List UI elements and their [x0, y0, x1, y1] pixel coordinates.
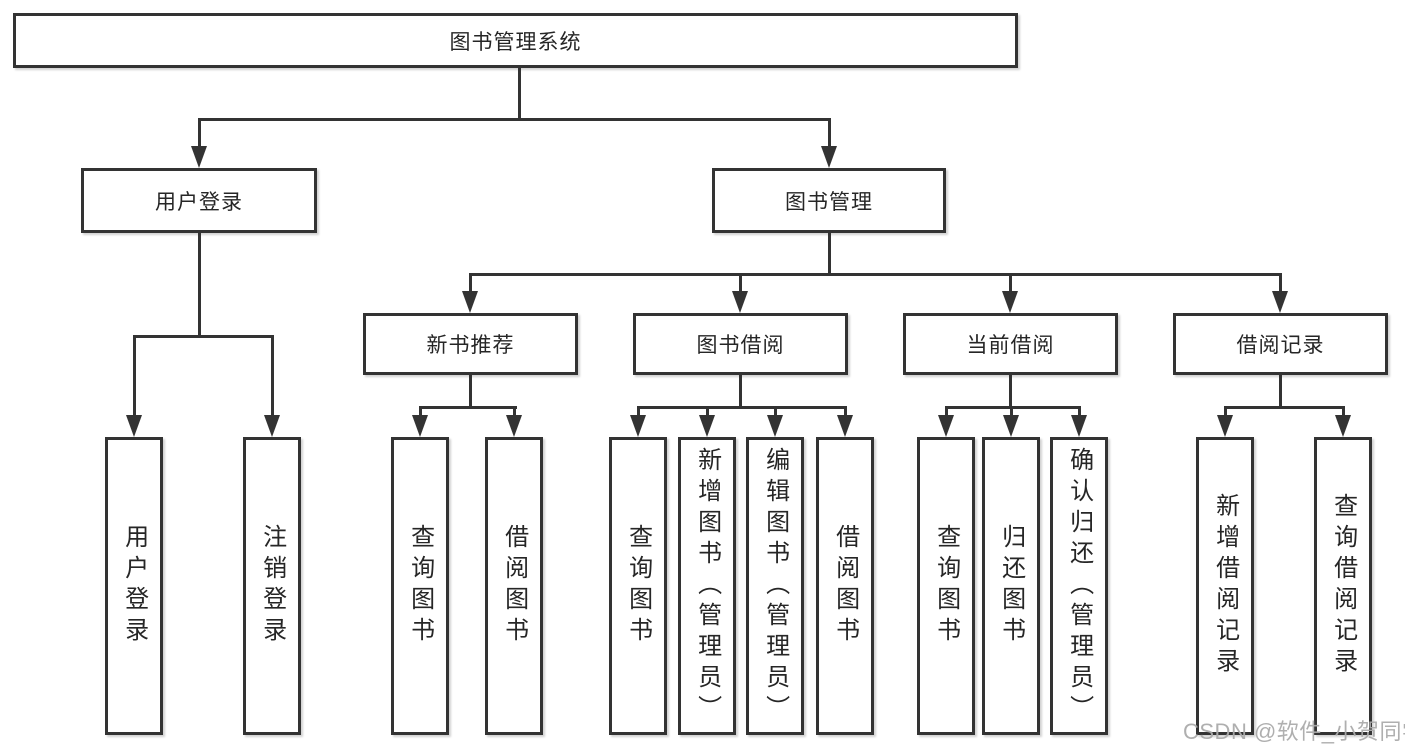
leaf-current-return-books: 归还图书 [982, 437, 1040, 735]
leaf-borrowing-add-books-admin: 新增图书（管理员） [678, 437, 736, 735]
connector-line [637, 406, 847, 409]
connector-line [1009, 273, 1012, 293]
connector-line [945, 406, 948, 418]
leaf-label: 查询借阅记录 [1329, 493, 1357, 679]
connector-line [198, 118, 831, 121]
leaf-borrowing-query-books: 查询图书 [609, 437, 667, 735]
arrow-down-icon [732, 291, 748, 313]
leaf-label: 查询图书 [624, 524, 652, 648]
arrow-down-icon [1002, 291, 1018, 313]
connector-line [198, 233, 201, 335]
node-user-login: 用户登录 [81, 168, 317, 233]
connector-line [133, 335, 136, 417]
connector-line [1078, 406, 1081, 418]
arrow-down-icon [1071, 415, 1087, 437]
connector-line [844, 406, 847, 418]
leaf-label: 借阅图书 [831, 524, 859, 648]
connector-line [706, 406, 709, 418]
leaf-newbook-borrow-books: 借阅图书 [485, 437, 543, 735]
leaf-label: 编辑图书（管理员） [761, 446, 789, 726]
connector-line [637, 406, 640, 418]
connector-line [469, 273, 472, 293]
node-borrowing-records: 借阅记录 [1173, 313, 1388, 375]
leaf-records-query-record: 查询借阅记录 [1314, 437, 1372, 735]
leaf-label: 注销登录 [258, 524, 286, 648]
leaf-label: 新增借阅记录 [1211, 493, 1239, 679]
leaf-records-add-record: 新增借阅记录 [1196, 437, 1254, 735]
arrow-down-icon [412, 415, 428, 437]
arrow-down-icon [767, 415, 783, 437]
arrow-down-icon [1335, 415, 1351, 437]
connector-line [133, 335, 274, 338]
arrow-down-icon [1003, 415, 1019, 437]
node-book-borrowing: 图书借阅 [633, 313, 848, 375]
leaf-label: 确认归还（管理员） [1065, 446, 1093, 726]
arrow-down-icon [191, 146, 207, 168]
leaf-label: 新增图书（管理员） [693, 446, 721, 726]
node-label: 当前借阅 [966, 334, 1055, 357]
leaf-label: 借阅图书 [500, 524, 528, 648]
connector-line [1279, 375, 1282, 409]
leaf-newbook-query-books: 查询图书 [391, 437, 449, 735]
arrow-down-icon [264, 415, 280, 437]
leaf-current-query-books: 查询图书 [917, 437, 975, 735]
arrow-down-icon [821, 146, 837, 168]
connector-line [518, 68, 521, 118]
arrow-down-icon [506, 415, 522, 437]
connector-line [1224, 406, 1227, 418]
arrow-down-icon [630, 415, 646, 437]
connector-line [419, 406, 422, 418]
connector-line [1342, 406, 1345, 418]
connector-line [469, 273, 1282, 276]
connector-line [828, 118, 831, 148]
csdn-watermark: CSDN @软件_小贺同学 [1183, 719, 1405, 744]
connector-line [945, 406, 1081, 409]
connector-line [774, 406, 777, 418]
arrow-down-icon [462, 291, 478, 313]
node-label: 图书管理 [785, 190, 873, 214]
connector-line [198, 118, 201, 148]
leaf-logout: 注销登录 [243, 437, 301, 735]
leaf-borrowing-borrow-books: 借阅图书 [816, 437, 874, 735]
connector-line [1224, 406, 1345, 409]
connector-line [1010, 406, 1013, 418]
connector-line [469, 375, 472, 409]
node-new-book-recommendation: 新书推荐 [363, 313, 578, 375]
leaf-label: 查询图书 [406, 524, 434, 648]
connector-line [739, 273, 742, 293]
connector-line [1279, 273, 1282, 293]
leaf-current-confirm-return-admin: 确认归还（管理员） [1050, 437, 1108, 735]
arrow-down-icon [837, 415, 853, 437]
node-label: 借阅记录 [1236, 334, 1325, 357]
connector-line [828, 233, 831, 273]
connector-line [513, 406, 516, 418]
arrow-down-icon [938, 415, 954, 437]
connector-line [1009, 375, 1012, 409]
arrow-down-icon [699, 415, 715, 437]
leaf-borrowing-edit-books-admin: 编辑图书（管理员） [746, 437, 804, 735]
node-label: 图书借阅 [696, 334, 785, 357]
arrow-down-icon [1272, 291, 1288, 313]
leaf-label: 用户登录 [120, 524, 148, 648]
connector-line [271, 335, 274, 417]
node-label: 图书管理系统 [449, 30, 582, 54]
leaf-label: 查询图书 [932, 524, 960, 648]
node-library-management-system: 图书管理系统 [13, 13, 1018, 68]
arrow-down-icon [126, 415, 142, 437]
arrow-down-icon [1217, 415, 1233, 437]
connector-line [419, 406, 517, 409]
node-label: 用户登录 [155, 190, 243, 214]
node-current-borrowing: 当前借阅 [903, 313, 1118, 375]
leaf-user-login: 用户登录 [105, 437, 163, 735]
node-book-management: 图书管理 [712, 168, 946, 233]
node-label: 新书推荐 [426, 334, 515, 357]
connector-line [739, 375, 742, 409]
leaf-label: 归还图书 [997, 524, 1025, 648]
